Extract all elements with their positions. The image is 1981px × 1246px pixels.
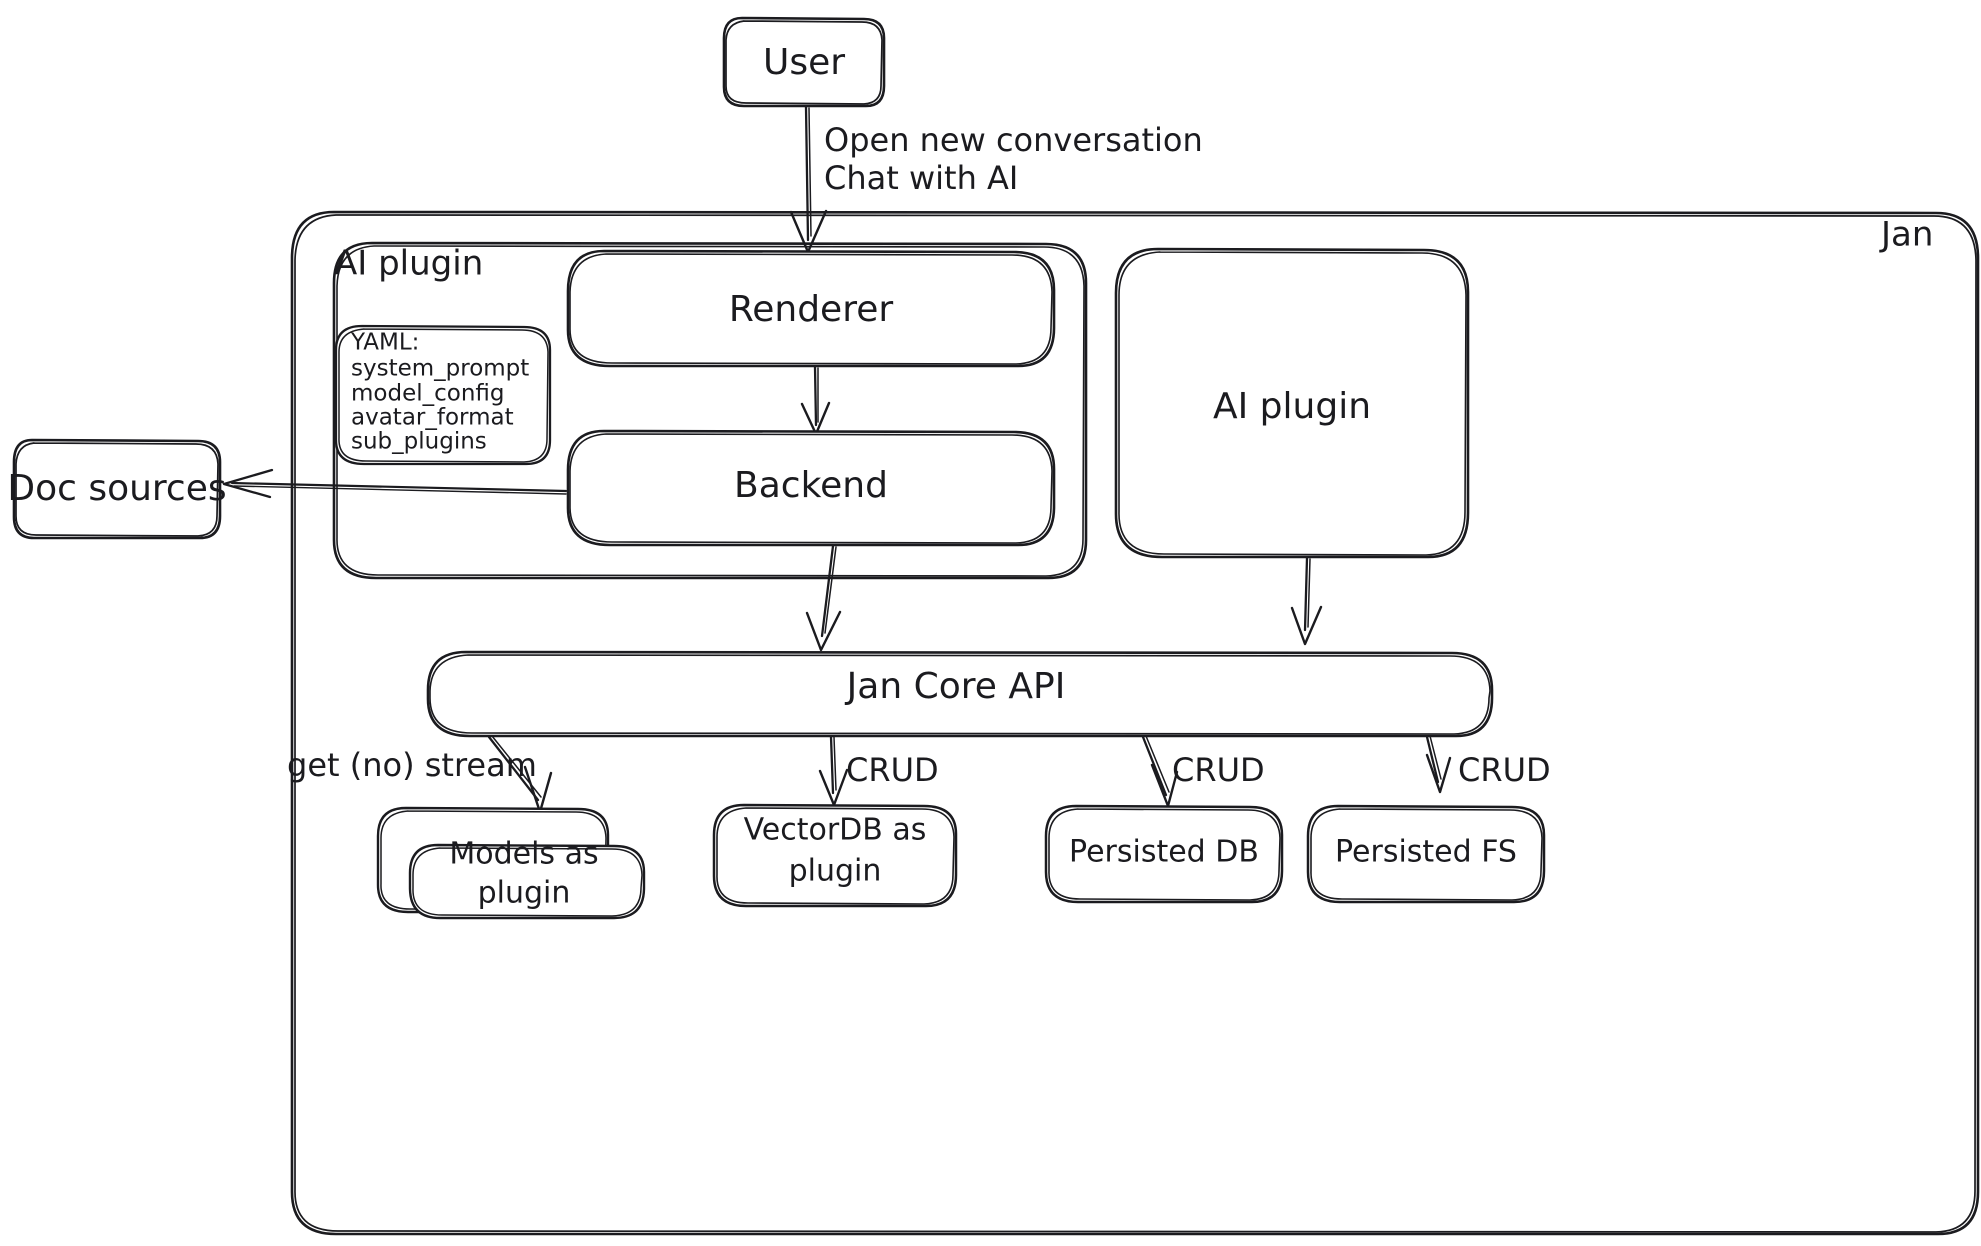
node-models-plugin-label-line1: Models as bbox=[449, 837, 598, 872]
node-user-label: User bbox=[763, 42, 845, 83]
container-jan-label: Jan bbox=[1879, 215, 1933, 255]
node-renderer[interactable]: Renderer bbox=[566, 249, 1056, 368]
card-yaml-key-1: model_config bbox=[351, 381, 505, 407]
node-models-plugin-label-line2: plugin bbox=[478, 876, 571, 911]
container-ai-plugin-group-label: AI plugin bbox=[334, 244, 483, 284]
node-models-plugin[interactable]: Models as plugin bbox=[376, 806, 646, 920]
node-jan-core-api-label: Jan Core API bbox=[845, 666, 1066, 707]
edge-user-to-renderer: Open new conversation Chat with AI bbox=[789, 105, 1203, 254]
edge-core-api-to-persisted-db-label: CRUD bbox=[1172, 751, 1265, 789]
node-user[interactable]: User bbox=[722, 16, 886, 108]
node-ai-plugin-label: AI plugin bbox=[1213, 386, 1371, 427]
card-yaml[interactable]: YAML: system_prompt model_config avatar_… bbox=[334, 324, 552, 466]
node-renderer-label: Renderer bbox=[729, 289, 894, 330]
node-vectordb-plugin-label-line1: VectorDB as bbox=[744, 813, 927, 848]
edge-core-api-to-persisted-fs-label: CRUD bbox=[1458, 751, 1551, 789]
edge-core-api-to-persisted-db: CRUD bbox=[1141, 735, 1265, 808]
edge-core-api-to-models-label: get (no) stream bbox=[287, 746, 537, 784]
edge-user-to-renderer-label-line1: Open new conversation bbox=[824, 121, 1203, 159]
node-persisted-fs[interactable]: Persisted FS bbox=[1306, 804, 1546, 904]
node-persisted-db[interactable]: Persisted DB bbox=[1044, 804, 1284, 904]
edge-core-api-to-vectordb-label: CRUD bbox=[846, 751, 939, 789]
card-yaml-heading: YAML: bbox=[350, 330, 419, 356]
card-yaml-key-2: avatar_format bbox=[351, 405, 514, 431]
node-backend-label: Backend bbox=[734, 465, 888, 506]
edge-backend-to-core-api bbox=[805, 544, 842, 652]
edge-core-api-to-persisted-fs: CRUD bbox=[1425, 735, 1551, 794]
node-backend[interactable]: Backend bbox=[566, 429, 1056, 547]
edge-ai-plugin-to-core-api bbox=[1290, 556, 1323, 646]
node-jan-core-api[interactable]: Jan Core API bbox=[426, 650, 1494, 738]
edge-backend-to-doc-sources bbox=[222, 468, 568, 499]
edge-user-to-renderer-label-line2: Chat with AI bbox=[824, 159, 1018, 197]
card-yaml-key-0: system_prompt bbox=[351, 356, 529, 382]
node-persisted-fs-label: Persisted FS bbox=[1335, 835, 1517, 870]
edge-core-api-to-models: get (no) stream bbox=[287, 735, 553, 814]
card-yaml-key-3: sub_plugins bbox=[351, 429, 487, 455]
node-ai-plugin[interactable]: AI plugin bbox=[1114, 247, 1470, 559]
node-vectordb-plugin-label-line2: plugin bbox=[789, 854, 882, 889]
node-doc-sources[interactable]: Doc sources bbox=[7, 438, 227, 540]
edge-core-api-to-vectordb: CRUD bbox=[818, 735, 939, 807]
node-doc-sources-label: Doc sources bbox=[7, 468, 226, 509]
node-persisted-db-label: Persisted DB bbox=[1069, 835, 1259, 870]
node-vectordb-plugin[interactable]: VectorDB as plugin bbox=[712, 803, 958, 908]
